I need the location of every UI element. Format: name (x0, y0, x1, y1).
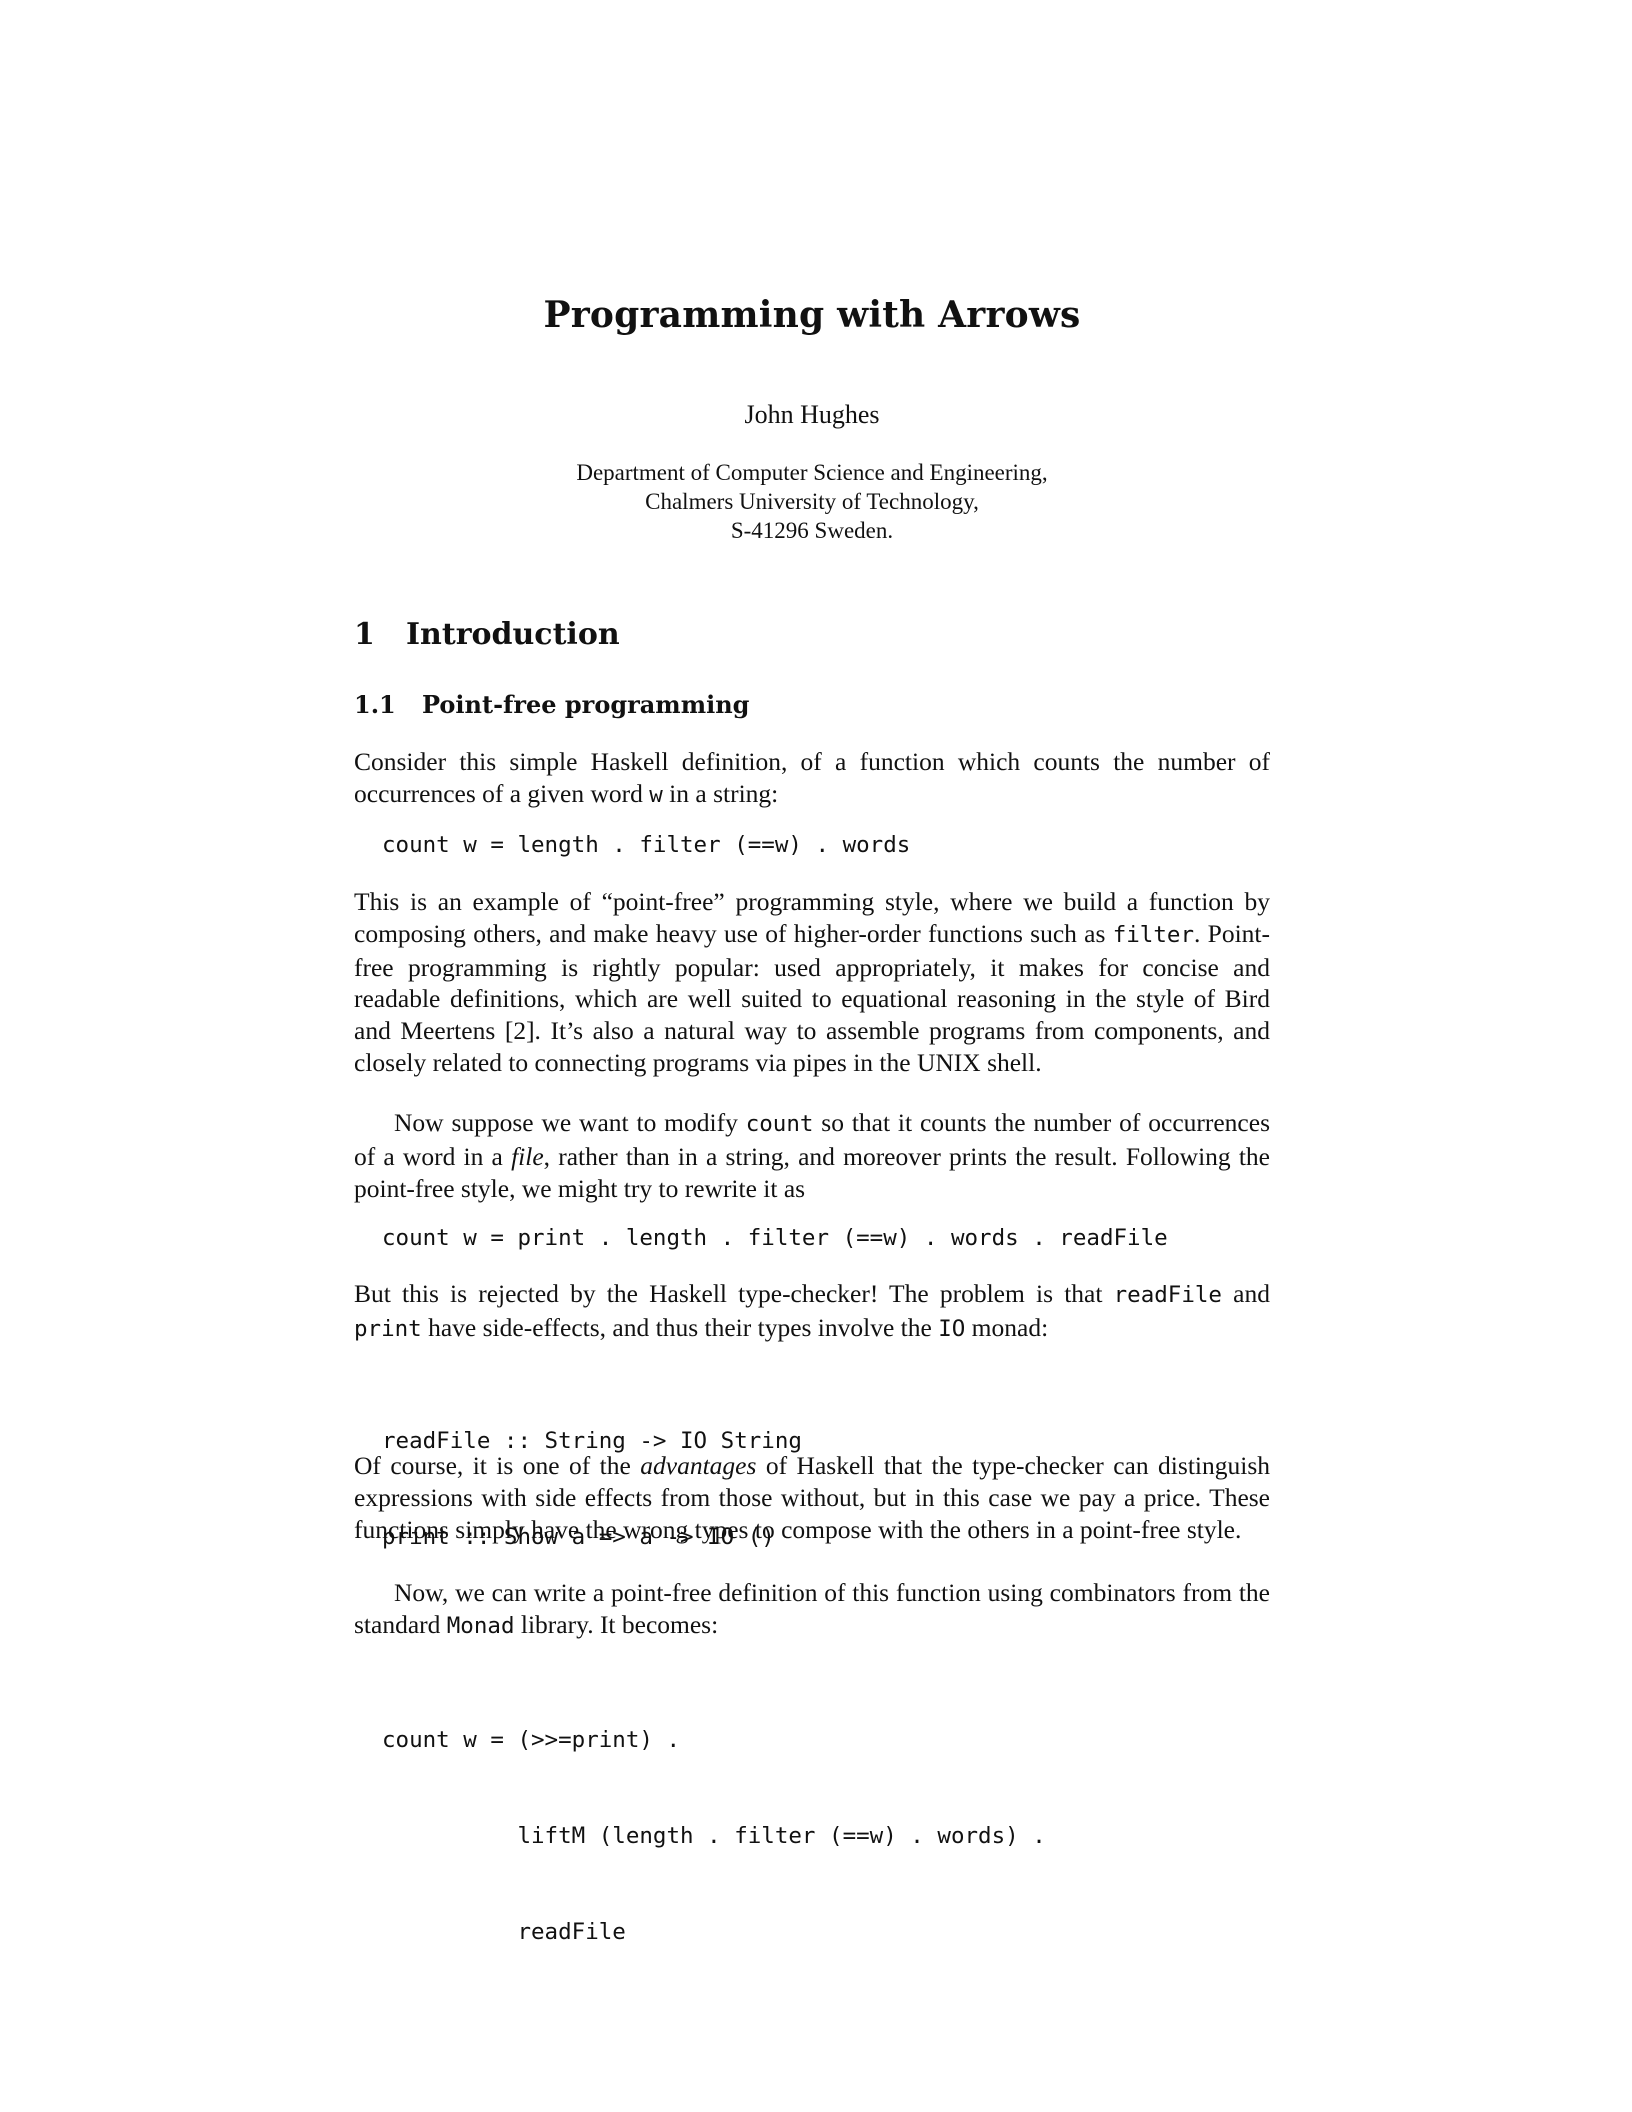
text-run: . Point-free programming is rightly popu… (354, 918, 1271, 1077)
inline-code: filter (1112, 921, 1194, 948)
text-run: Of course, it is one of the (354, 1451, 641, 1480)
section-heading: 1 Introduction (354, 617, 620, 652)
paper-page: Programming with Arrows John Hughes Depa… (354, 0, 1270, 2112)
paragraph: But this is rejected by the Haskell type… (354, 1278, 1270, 1346)
code-block: count w = (>>=print) . liftM (length . f… (382, 1660, 1046, 2012)
text-run: Consider this simple Haskell definition,… (354, 747, 1270, 808)
text-run: , rather than in a string, and moreover … (354, 1141, 1271, 1203)
code-line: readFile (382, 1919, 626, 1945)
text-run: But this is rejected by the Haskell type… (354, 1279, 1114, 1308)
code-block: readFile :: String -> IO String print ::… (382, 1361, 802, 1617)
section-number: 1 (354, 617, 375, 652)
code-block: count w = print . length . filter (==w) … (382, 1225, 1168, 1251)
code-block: count w = length . filter (==w) . words (382, 832, 911, 858)
inline-code: Monad (446, 1612, 515, 1639)
text-run: of Haskell that the type-checker can dis… (354, 1451, 1270, 1544)
code-line: liftM (length . filter (==w) . words) . (382, 1823, 1046, 1849)
text-run: monad: (965, 1312, 1049, 1342)
inline-code: IO (938, 1315, 966, 1342)
text-run: library. It becomes: (514, 1609, 719, 1639)
text-run: in a string: (662, 778, 779, 808)
inline-code: readFile (1113, 1282, 1222, 1308)
paragraph: This is an example of “point-free” progr… (354, 886, 1270, 1079)
code-line: count w = (>>=print) . (382, 1727, 681, 1753)
paragraph: Consider this simple Haskell definition,… (354, 746, 1270, 812)
paper-title: Programming with Arrows (543, 294, 1081, 336)
author-name: John Hughes (744, 400, 880, 429)
subsection-title: Point-free programming (422, 690, 750, 719)
text-run: and (1221, 1279, 1270, 1308)
inline-code: print (354, 1315, 422, 1342)
code-line: print :: Show a => a -> IO () (382, 1524, 775, 1550)
text-run: Now suppose we want to modify (394, 1108, 746, 1137)
inline-code: count (745, 1111, 814, 1137)
code-line: readFile :: String -> IO String (382, 1428, 802, 1454)
text-run: have side-effects, and thus their types … (421, 1312, 939, 1342)
inline-code: w (649, 781, 663, 808)
paragraph: Of course, it is one of the advantages o… (354, 1450, 1270, 1545)
subsection-heading: 1.1 Point-free programming (354, 690, 749, 719)
text-run: This is an example of “point-free” progr… (354, 887, 1270, 948)
section-title: Introduction (406, 617, 620, 652)
text-run: Now, we can write a point-free definitio… (354, 1578, 1270, 1639)
text-run: so that it counts the number of occurren… (354, 1108, 1270, 1171)
affiliation-line: Department of Computer Science and Engin… (576, 460, 1048, 485)
affiliation-line: S-41296 Sweden. (730, 518, 894, 543)
paragraph: Now suppose we want to modify count so t… (354, 1107, 1270, 1204)
emphasis-text: advantages (640, 1451, 757, 1480)
affiliation-line: Chalmers University of Technology, (645, 489, 979, 514)
author-affiliation: Department of Computer Science and Engin… (354, 458, 1270, 545)
paragraph: Now, we can write a point-free definitio… (354, 1577, 1270, 1643)
subsection-number: 1.1 (354, 690, 396, 719)
emphasis-text: file (511, 1141, 544, 1171)
